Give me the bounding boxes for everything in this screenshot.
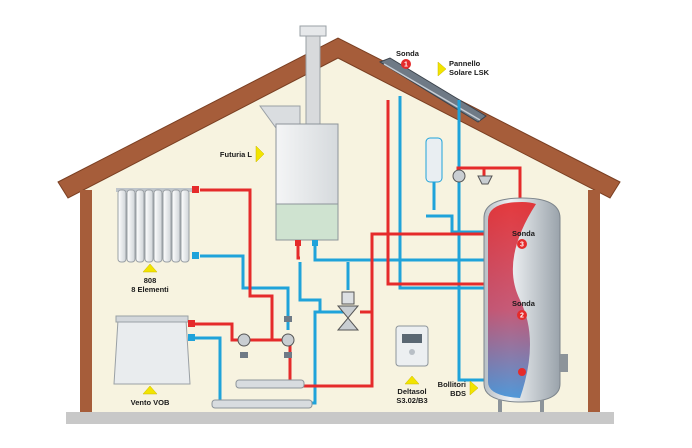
sonda-upper-label: Sonda bbox=[512, 229, 536, 238]
cold-pipe bbox=[398, 96, 485, 290]
radiator-element bbox=[144, 189, 154, 263]
panel-arrow-icon bbox=[437, 61, 447, 77]
chimney-cap bbox=[299, 25, 327, 37]
solar-controller: Deltasol S3.02/B3 bbox=[395, 325, 429, 405]
boiler-arrow-icon bbox=[255, 145, 265, 163]
boiler-connector bbox=[295, 240, 301, 246]
hot-pipe bbox=[386, 100, 485, 286]
three-way-valve-icon bbox=[336, 305, 360, 319]
solar-pump-icon bbox=[452, 169, 466, 183]
sonda-upper-number: 3 bbox=[520, 242, 524, 249]
manifold-pipe bbox=[235, 379, 305, 389]
hot-pipe bbox=[300, 232, 485, 388]
controller-button bbox=[409, 349, 415, 355]
sonda-top-number: 1 bbox=[404, 62, 408, 69]
hydraulic-manifold bbox=[211, 291, 360, 409]
sonda-lower-badge bbox=[517, 310, 527, 320]
bollitori-model-label: BDS bbox=[450, 389, 466, 398]
boiler-connector bbox=[312, 240, 318, 246]
valve-icon bbox=[240, 352, 248, 358]
boiler-lower-panel bbox=[275, 203, 339, 241]
right-wall bbox=[588, 190, 600, 414]
pannello-label: Pannello bbox=[449, 59, 481, 68]
solar-expansion bbox=[425, 137, 493, 185]
bollitori-label: Bollitori bbox=[438, 380, 466, 389]
radiator-valve bbox=[192, 186, 199, 193]
convector-top bbox=[115, 315, 189, 323]
tank-anode bbox=[560, 354, 568, 372]
manifold-pipe bbox=[211, 399, 313, 409]
deltasol-label: Deltasol bbox=[397, 387, 426, 396]
pump-icon bbox=[281, 333, 295, 347]
three-way-valve-icon bbox=[336, 317, 360, 331]
pump-icon bbox=[237, 333, 251, 347]
radiator-element bbox=[126, 189, 136, 263]
radiator: 808 8 Elementi bbox=[116, 186, 199, 294]
tank-arrow-icon bbox=[469, 380, 479, 396]
cold-pipe bbox=[426, 214, 485, 234]
controller-display bbox=[402, 334, 422, 343]
sonda-top-label: Sonda bbox=[396, 49, 420, 58]
radiator-element bbox=[171, 189, 181, 263]
chimney bbox=[305, 35, 321, 129]
valve-icon bbox=[284, 316, 292, 322]
tank-leg bbox=[498, 400, 502, 412]
shower-head-icon bbox=[477, 175, 493, 185]
solar-panel-edge bbox=[383, 63, 481, 121]
radiator-valve bbox=[192, 252, 199, 259]
convector-valve bbox=[188, 334, 195, 341]
convector-valve bbox=[188, 320, 195, 327]
radiator-elements-label: 8 Elementi bbox=[131, 285, 169, 294]
solar-probe: Sonda 1 Pannello Solare LSK bbox=[396, 49, 490, 77]
hot-pipe bbox=[200, 188, 274, 340]
convector-arrow-icon bbox=[142, 385, 158, 395]
sonda-lower-label: Sonda bbox=[512, 299, 536, 308]
controller-arrow-icon bbox=[404, 375, 420, 385]
tank-outlet bbox=[518, 368, 526, 376]
valve-icon bbox=[284, 352, 292, 358]
valve-actuator bbox=[341, 291, 355, 305]
cold-pipe bbox=[200, 254, 290, 330]
radiator-element bbox=[180, 189, 190, 263]
tank-leg bbox=[540, 400, 544, 412]
radiator-arrow-icon bbox=[142, 263, 158, 273]
vento-label: Vento VOB bbox=[131, 398, 170, 407]
convector-body bbox=[113, 319, 191, 385]
cold-pipe bbox=[457, 100, 485, 382]
futuria-label: Futuria L bbox=[220, 150, 252, 159]
sonda-upper-badge bbox=[517, 239, 527, 249]
radiator-element bbox=[162, 189, 172, 263]
cold-pipe bbox=[298, 262, 322, 312]
tank-hot-water bbox=[488, 202, 536, 398]
boiler: Futuria L bbox=[220, 105, 339, 246]
radiator-element bbox=[117, 189, 127, 263]
fan-convector: Vento VOB bbox=[113, 315, 195, 407]
radiator-top-bar bbox=[116, 188, 192, 192]
radiator-model-label: 808 bbox=[144, 276, 157, 285]
sonda-lower-number: 2 bbox=[520, 313, 524, 320]
floor bbox=[66, 412, 614, 424]
pannello-model-label: Solare LSK bbox=[449, 68, 490, 77]
sonda-top-badge bbox=[401, 59, 411, 69]
radiator-element bbox=[153, 189, 163, 263]
controller-body bbox=[395, 325, 429, 367]
storage-tank: Sonda 3 Sonda 2 Bollitori BDS bbox=[438, 197, 568, 412]
house-roof bbox=[57, 37, 621, 199]
left-wall bbox=[80, 190, 92, 414]
deltasol-model-label: S3.02/B3 bbox=[396, 396, 427, 405]
expansion-vessel bbox=[425, 137, 443, 183]
radiator-element bbox=[135, 189, 145, 263]
hot-pipes bbox=[190, 100, 522, 388]
hot-pipe bbox=[478, 166, 522, 200]
